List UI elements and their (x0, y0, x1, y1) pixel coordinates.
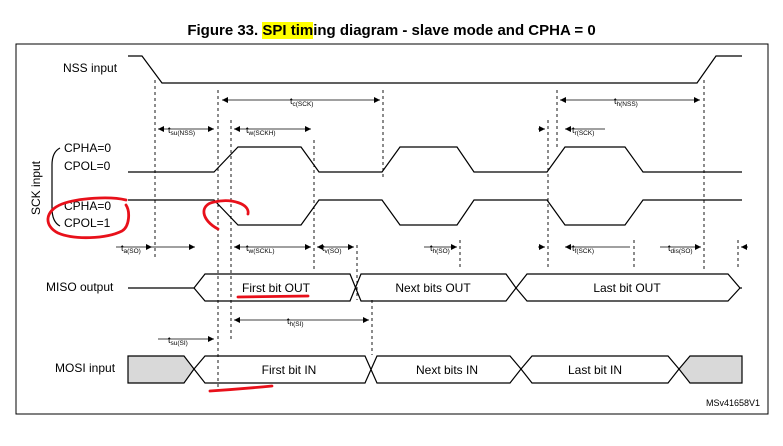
timing-arrows (116, 97, 748, 342)
mosi-first-bit: First bit IN (262, 363, 317, 377)
miso-last-bit: Last bit OUT (593, 281, 661, 295)
label-th-nss: th(NSS) (614, 96, 638, 108)
annotation-arc-edge (202, 199, 250, 231)
label-tc-sck: tc(SCK) (290, 96, 313, 108)
label-tw-sckh: tw(SCKH) (246, 125, 276, 137)
miso-bus (128, 273, 742, 302)
label-tv-so: tv(SO) (322, 243, 342, 255)
miso-label: MISO output (46, 280, 114, 294)
mosi-next-bits: Next bits IN (416, 363, 478, 377)
label-tf-sck: tf(SCK) (572, 243, 594, 255)
red-annotations (46, 196, 310, 393)
label-tr-sck: tr(SCK) (572, 125, 594, 137)
label-tsu-nss: tsu(NSS) (168, 125, 195, 137)
cpha0-label-a: CPHA=0 (64, 141, 111, 155)
label-ta-so: ta(SO) (121, 243, 141, 255)
title-highlight-a: SPI (262, 22, 287, 39)
sck-cpol1-waveform (128, 199, 742, 226)
miso-next-bits: Next bits OUT (395, 281, 471, 295)
sck-brace (51, 147, 61, 227)
title-highlight-b: tim (290, 22, 314, 39)
annotation-circle-cpol1 (46, 196, 131, 240)
mosi-label: MOSI input (55, 361, 116, 375)
label-tw-sckl: tw(SCKL) (246, 243, 275, 255)
label-th-so: th(SO) (430, 243, 450, 255)
title-rest: ing diagram - slave mode and CPHA = 0 (313, 22, 596, 39)
cpha0-label-b: CPHA=0 (64, 199, 111, 213)
label-th-si: th(SI) (287, 316, 304, 328)
mosi-bus (127, 355, 743, 384)
cpol0-label: CPOL=0 (64, 159, 111, 173)
cpol1-label: CPOL=1 (64, 216, 111, 230)
nss-label: NSS input (63, 61, 118, 75)
reference-lines (154, 80, 739, 390)
label-tdis-so: tdis(SO) (668, 243, 693, 255)
sck-group-label: SCK input (29, 160, 43, 215)
annotation-underline-mosi (208, 384, 274, 393)
sck-cpol0-waveform (128, 146, 742, 173)
diagram-frame (15, 43, 769, 415)
annotation-underline-miso (236, 294, 310, 299)
title-prefix: Figure 33. (187, 22, 263, 39)
mosi-last-bit: Last bit IN (568, 363, 622, 377)
nss-waveform (128, 55, 742, 84)
label-tsu-si: tsu(SI) (168, 335, 188, 347)
miso-first-bit: First bit OUT (242, 281, 311, 295)
figure-id: MSv41658V1 (706, 398, 760, 408)
figure-title: Figure 33. SPI timing diagram - slave mo… (0, 22, 783, 39)
title-highlight: SPI tim (262, 22, 314, 39)
